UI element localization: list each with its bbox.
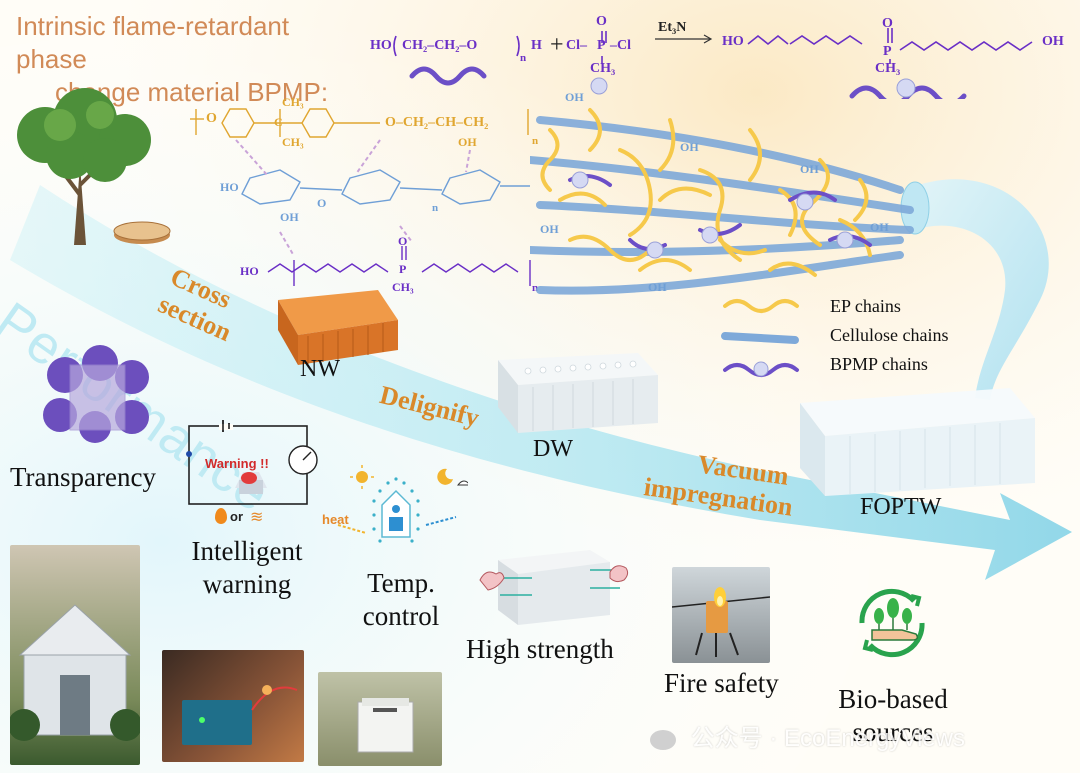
- legend-cellulose: Cellulose chains: [830, 325, 949, 345]
- ep-chain: O–CH₂–CH–CH₂: [385, 115, 489, 130]
- fiber-oh-2: OH: [680, 140, 699, 154]
- fire-safety-photo: [672, 567, 770, 663]
- circuit-board-photo: [162, 650, 304, 762]
- iw-line1: Intelligent: [191, 536, 303, 566]
- peg-ho: HO: [370, 38, 392, 53]
- ep-c: C: [274, 115, 283, 129]
- fiber-bundle: [530, 108, 914, 295]
- cooler-graphic: [357, 698, 414, 753]
- ch3: CH₃: [590, 61, 616, 76]
- flame-icon: [215, 508, 227, 524]
- ep-me2: CH₃: [282, 135, 304, 149]
- label-foptw: FOPTW: [860, 494, 942, 520]
- bpmp-bonds: [267, 246, 531, 286]
- bio-line2: sources: [852, 717, 934, 747]
- wood-block-foptw: [800, 388, 1035, 496]
- label-dw: DW: [533, 436, 573, 462]
- ep-structure: O CH₃ CH₃ C O–CH₂–CH–CH₂ OH n: [190, 95, 540, 155]
- legend-ep: EP chains: [830, 296, 901, 316]
- label-transparency: Transparency: [10, 462, 156, 492]
- fire-sample-graphic: [672, 587, 770, 657]
- plus-sign: +: [550, 32, 564, 58]
- circuit-graphic: [182, 685, 298, 745]
- bpmp-o: O: [398, 234, 408, 248]
- product-p: P: [883, 44, 892, 59]
- ep-me1: CH₃: [282, 95, 304, 109]
- reaction-scheme: HO CH₂–CH₂–O H n + Cl– P –Cl O CH₃ Et₃N …: [370, 14, 1070, 99]
- tree-illustration: [17, 88, 171, 245]
- legend: EP chains Cellulose chains BPMP chains: [720, 292, 990, 387]
- fiber-oh-5: OH: [648, 280, 667, 294]
- cellulose-ho: HO: [220, 180, 239, 194]
- cooler-box-photo: [318, 672, 442, 766]
- fiber-oh-labels: OH OH OH OH OH OH: [530, 90, 930, 320]
- process-arrow: [10, 185, 1072, 580]
- peg-h: H: [531, 38, 542, 53]
- cellulose-n: n: [432, 202, 439, 214]
- wechat-icon: [650, 729, 676, 750]
- fiber-oh-1: OH: [565, 90, 584, 104]
- fiber-oh-3: OH: [800, 162, 819, 176]
- ep-o: O: [206, 111, 217, 126]
- watermark-text: 公众号 · EcoEnergyViews: [690, 725, 965, 752]
- greenhouse-photo: [10, 545, 140, 765]
- legend-swatches: [721, 299, 799, 377]
- bpmp-p: P: [399, 262, 407, 276]
- bpmp-ch3: CH₃: [392, 280, 414, 294]
- ep-n: n: [532, 135, 539, 147]
- cellulose-structure: HO OH O n: [220, 158, 540, 228]
- ep-bonds: [190, 108, 529, 138]
- phosphorus: P: [597, 38, 606, 53]
- legend-bpmp: BPMP chains: [830, 354, 928, 374]
- tc-line1: Temp.: [367, 568, 435, 598]
- product-ho: HO: [722, 34, 744, 49]
- wood-block-dw: [498, 353, 658, 433]
- label-high-strength: High strength: [466, 634, 614, 664]
- peg-n: n: [520, 52, 527, 64]
- temp-control-icon: [337, 465, 468, 543]
- cl-left: Cl–: [566, 38, 587, 53]
- title-block: Intrinsic flame-retardant phase change m…: [16, 10, 366, 109]
- fiber-oh-6: OH: [870, 220, 889, 234]
- label-bio-based: Bio-based sources: [838, 683, 948, 749]
- watermark: 公众号 · EcoEnergyViews: [650, 718, 965, 753]
- fiber-oh-4: OH: [540, 222, 559, 236]
- iw-line2: warning: [202, 569, 292, 599]
- label-temp-control: Temp. control: [356, 567, 446, 633]
- cellulose-oh: OH: [280, 210, 299, 224]
- catalyst: Et₃N: [658, 20, 687, 35]
- heat-waves-icon: ≋: [250, 509, 263, 526]
- greenhouse-graphic: [10, 604, 140, 741]
- label-fire-safety: Fire safety: [664, 668, 779, 698]
- product-oh: OH: [1042, 34, 1064, 49]
- o-top: O: [596, 14, 607, 29]
- bio-based-icon: [859, 588, 925, 658]
- flower-image: [43, 345, 149, 443]
- reaction-bonds: [393, 28, 1033, 99]
- bpmp-ho: HO: [240, 264, 259, 278]
- heat-label: heat: [322, 512, 349, 527]
- bpmp-structure: HO O P CH₃ n: [240, 234, 540, 298]
- label-intelligent-warning: Intelligent warning: [182, 535, 312, 601]
- peg-unit: CH₂–CH₂–O: [402, 38, 478, 53]
- product-o: O: [882, 16, 893, 31]
- warning-circuit: [186, 420, 318, 505]
- label-nw: NW: [300, 356, 340, 382]
- warning-or: or: [230, 509, 243, 524]
- product-ch3: CH₃: [875, 61, 901, 76]
- tc-line2: control: [362, 601, 440, 631]
- high-strength-icon: [479, 550, 629, 625]
- title-line-1: Intrinsic flame-retardant phase: [16, 11, 290, 74]
- cellulose-o: O: [317, 196, 327, 210]
- bpmp-n: n: [532, 282, 539, 294]
- bio-line1: Bio-based: [838, 684, 948, 714]
- cl-right: –Cl: [610, 38, 631, 53]
- ep-oh: OH: [458, 135, 477, 149]
- transfer-curl: [905, 179, 1049, 400]
- wood-block-nw: [278, 290, 398, 365]
- warning-badge: Warning !!: [205, 456, 269, 471]
- cellulose-bonds: [241, 169, 530, 205]
